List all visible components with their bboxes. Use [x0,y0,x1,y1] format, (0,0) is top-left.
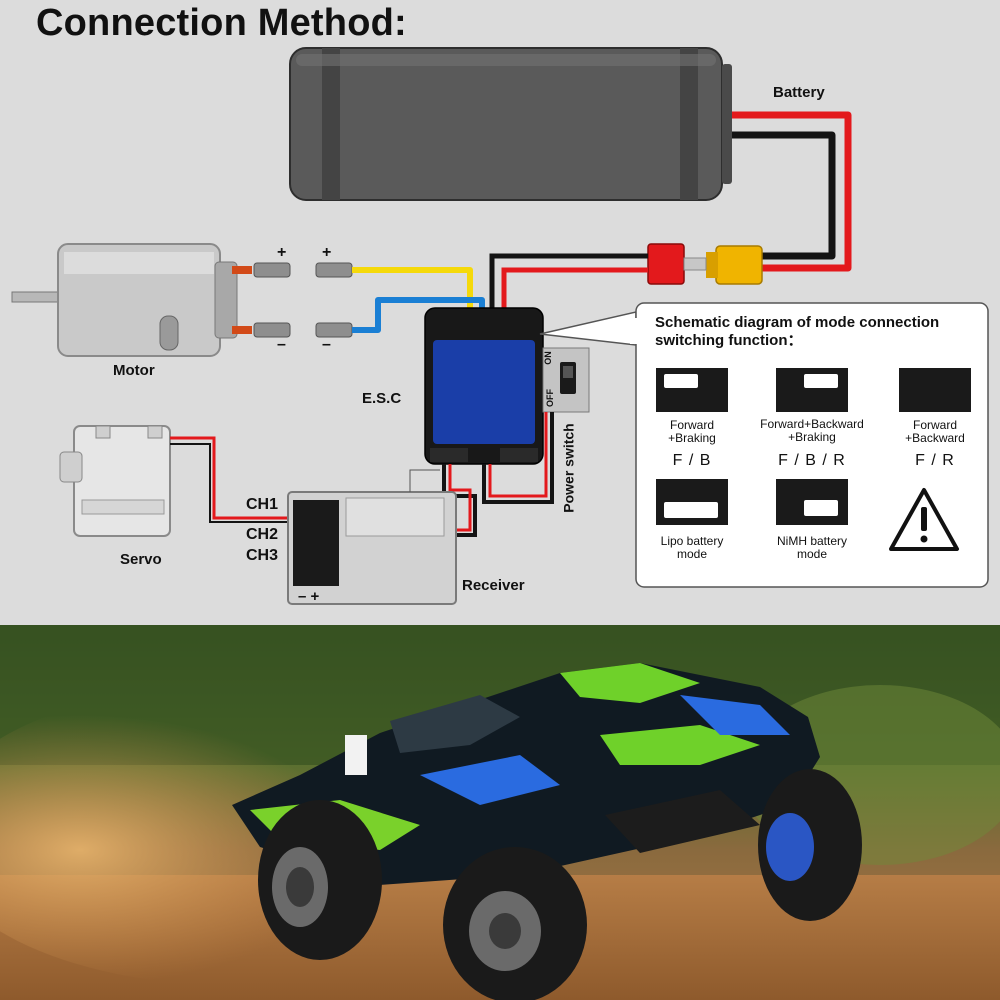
motor-connectors [253,262,353,338]
jumper-forward-backward [899,368,971,412]
mode-card [539,302,989,588]
motor-plus-label-1: + [277,244,287,261]
battery-label: Battery [773,84,825,101]
battery-black-lead [732,131,836,260]
mode-code-fb: F / B [672,452,712,469]
battery-pack [289,47,732,201]
receiver-label: Receiver [462,577,525,594]
receiver-unit [287,469,457,605]
mode-code-fbr: F / B / R [778,452,846,469]
mode-caption-forward-braking: Forward +Braking [668,418,716,445]
motor-plus-label-2: + [322,244,332,261]
esc-label: E.S.C [362,390,402,407]
motor-minus-label-1: – [277,336,286,353]
esc-heatsink [433,340,535,444]
mode-caption-nimh: NiMH battery mode [776,534,847,561]
product-photo [0,625,1000,1000]
servo-label: Servo [120,551,162,568]
esc-black-lead [489,253,648,320]
battery-red-lead [732,111,852,272]
servo [59,425,171,537]
ch1-label: CH1 [246,496,279,513]
servo-wire-red [170,436,294,520]
jumper-forward-backward-braking [776,368,848,412]
mode-card-title: Schematic diagram of mode connection swi… [655,314,940,349]
jumper-lipo-mode [656,479,728,525]
switch-cable [482,412,554,504]
jumper-forward-braking [656,368,728,412]
rc-truck-scene [0,625,1000,1000]
page-title: Connection Method: [36,2,407,44]
ch2-label: CH2 [246,526,279,543]
motor [11,243,252,357]
ch3-label: CH3 [246,547,279,564]
jumper-nimh-mode [776,479,848,525]
truck-wheel-front-right [758,769,862,921]
diagram-panel: Connection Method: [11,2,989,605]
truck-wheel-front-left [443,847,587,1000]
motor-label: Motor [113,362,155,379]
power-switch [542,347,590,413]
battery-connector [706,245,763,285]
esc-unit [424,307,544,465]
truck-wheel-rear [258,800,382,960]
wiring-diagram [11,47,852,605]
mode-caption-forward-backward: Forward +Backward [905,418,965,445]
mode-code-fr: F / R [915,452,955,469]
warning-triangle-icon [889,488,959,551]
mode-caption-lipo: Lipo battery mode [660,534,724,561]
switch-cable-red [488,412,548,498]
mode-caption-forward-backward-braking: Forward+Backward +Braking [760,417,864,444]
servo-wire-black [170,443,294,523]
esc-red-lead [501,267,648,320]
receiver-polarity-label: – + [298,588,320,605]
esc-t-plug [647,243,707,285]
motor-minus-label-2: – [322,336,331,353]
